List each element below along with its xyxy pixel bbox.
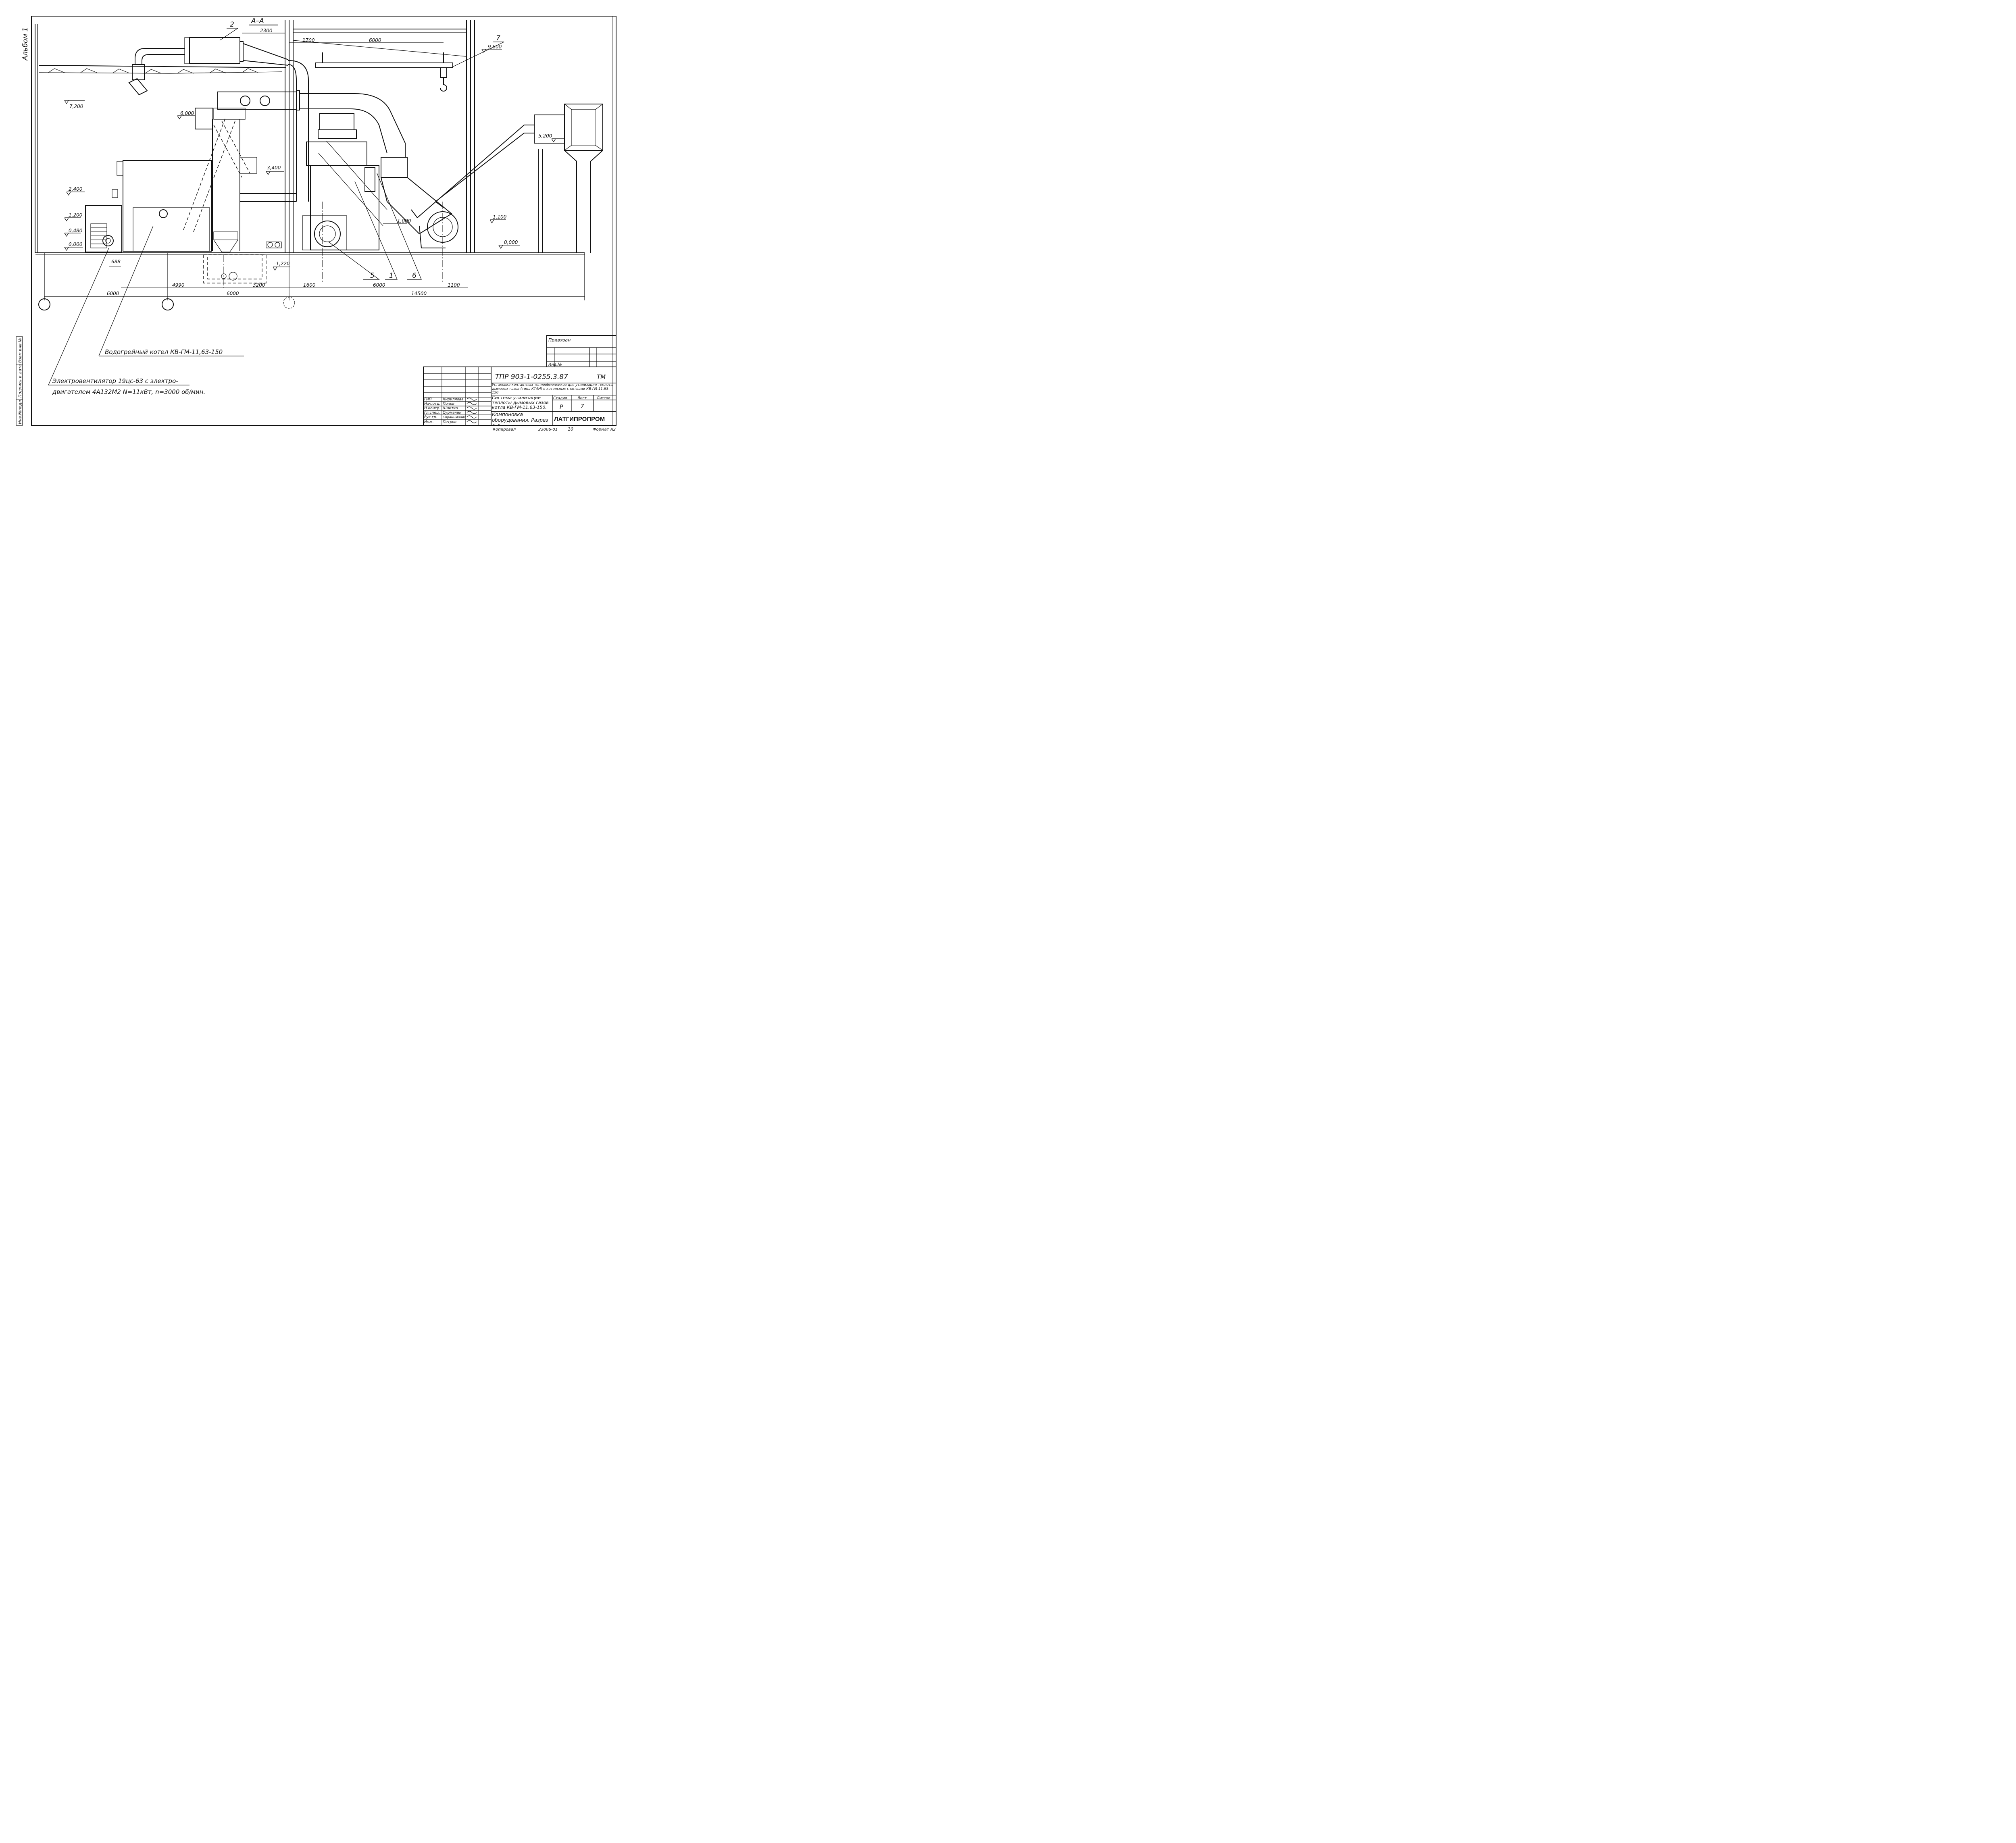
dim-1100: 1100 (448, 282, 460, 288)
svg-text:Инв.№подл.: Инв.№подл. (18, 399, 23, 424)
svg-text:ГИП: ГИП (424, 398, 432, 402)
svg-text:Инв.№: Инв.№ (548, 362, 562, 367)
copied-label: Копировал (493, 427, 516, 432)
svg-text:Стадия: Стадия (553, 396, 567, 400)
left-stamp-column: Инв.№подл. Подпись и дата Взам.инв.№ (16, 336, 23, 426)
dim-6000-top: 6000 (369, 37, 381, 43)
svg-text:Гл.спец.: Гл.спец. (424, 411, 440, 415)
sheet-number: 7 (581, 404, 584, 410)
elevation-1000: 1,000 (397, 218, 411, 224)
roof-truss (38, 65, 287, 74)
dim-4990: 4990 (172, 282, 185, 288)
dim-6000-mid: 6000 (373, 282, 385, 288)
underground-pit (203, 231, 267, 289)
callout-7: 7 (496, 34, 500, 42)
elevation-7200: 7,200 (69, 104, 83, 109)
building-columns (35, 20, 543, 253)
svg-text:Кириллова: Кириллова (443, 398, 464, 402)
boiler-note: Водогрейный котел КВ-ГМ-11,63-150 (105, 348, 223, 356)
organization: ЛАТГИПРОПРОМ (554, 416, 605, 423)
side-album-label: Альбом 1 (21, 27, 29, 61)
axis-bubble-3 (283, 297, 295, 309)
sheet-title: Компоновка оборудования. Разрез А-А. (492, 412, 548, 425)
sheet-frame (31, 16, 616, 426)
exhaust-fan (302, 215, 347, 250)
svg-text:Петров: Петров (443, 420, 456, 424)
ground-line (35, 252, 585, 255)
callout-2: 2 (230, 21, 234, 29)
system-title: Система утилизации теплоты дымовых газов… (492, 396, 549, 410)
order-number: 23006-01 (538, 427, 558, 432)
crane-structure (293, 29, 467, 92)
callout-6: 6 (412, 272, 417, 280)
elevation-1100: 1,100 (493, 214, 507, 220)
dim-6000-left: 6000 (107, 291, 119, 296)
fan-note-line1: Электровентилятор 19цс-63 с электро- (52, 377, 178, 385)
fan-note-line2: двигателем 4А132М2 N=11кВт, n=3000 об/ми… (52, 388, 205, 396)
privyazan-block: Привязан Инв.№ (546, 335, 616, 367)
svg-text:Инж.: Инж. (424, 420, 434, 424)
svg-text:Лист: Лист (577, 396, 587, 400)
svg-text:Нач.отд.: Нач.отд. (424, 402, 440, 406)
centerlines (44, 202, 585, 300)
dashed-conveyor (183, 117, 250, 232)
svg-text:Взам.инв.№: Взам.инв.№ (18, 338, 23, 363)
dim-14500: 14500 (411, 291, 427, 296)
elevation-marks (64, 49, 564, 271)
svg-text:Спранцманис: Спранцманис (443, 415, 466, 419)
svg-text:Н.контр.: Н.контр. (424, 406, 440, 410)
title-block: ТПР 903-1-0255.3.87 ТМ Установка контакт… (423, 367, 616, 426)
svg-text:Привязан: Привязан (548, 337, 571, 343)
elevation-2400: 2,400 (69, 186, 83, 192)
upper-fan-unit (128, 37, 289, 96)
axis-bubble-2 (162, 298, 174, 310)
svg-text:Сурмачин: Сурмачин (443, 411, 462, 415)
dim-688: 688 (111, 259, 121, 264)
dim-1700: 1700 (302, 37, 315, 43)
stage-value: Р (560, 404, 563, 410)
svg-text:Подпись и дата: Подпись и дата (18, 364, 23, 398)
callout-1: 1 (389, 272, 394, 280)
format-label: Формат А2 (593, 427, 616, 432)
water-heating-boiler (85, 160, 212, 252)
pump-unit (266, 242, 282, 248)
elevation-0480: 0,480 (69, 228, 83, 233)
elevation-minus-1220: -1,220 (274, 261, 290, 267)
inclined-gas-duct (411, 115, 565, 218)
signatures (467, 398, 477, 423)
callout-leaders (219, 28, 504, 280)
section-title: А–А (251, 17, 264, 25)
contact-heat-exchanger (306, 113, 452, 250)
drawing-suffix: ТМ (597, 373, 606, 381)
dim-3200: 3200 (253, 282, 265, 288)
page-number: 10 (568, 427, 573, 432)
dim-6000-bottom: 6000 (227, 291, 239, 296)
drawing-sheet: Альбом 1 А–А (16, 16, 616, 432)
callout-5: 5 (370, 272, 375, 280)
dimension-lines (44, 33, 585, 297)
elevation-0000-left: 0,000 (69, 242, 83, 247)
elevation-0000-right: 0,000 (504, 239, 518, 245)
fan-note-leader (48, 248, 190, 385)
project-description: Установка контактных теплообменников для… (492, 383, 613, 395)
drawing-code: ТПР 903-1-0255.3.87 (495, 373, 568, 381)
svg-text:Рук.гр.: Рук.гр. (424, 415, 437, 419)
chimney (564, 104, 603, 253)
svg-text:Листов: Листов (596, 396, 610, 400)
svg-text:Шнитко: Шнитко (443, 406, 458, 410)
elevation-1200: 1,200 (69, 212, 83, 218)
svg-text:Попов: Попов (443, 402, 454, 406)
dim-2300: 2300 (260, 28, 273, 33)
boiler-note-leader (98, 225, 244, 356)
flue-ductwork (195, 60, 406, 251)
elevation-6000: 6,000 (180, 110, 194, 116)
axis-bubble-1 (38, 298, 50, 310)
elevation-3400: 3,400 (267, 165, 281, 171)
dim-1600: 1600 (303, 282, 316, 288)
elevation-5200: 5,200 (538, 133, 552, 139)
